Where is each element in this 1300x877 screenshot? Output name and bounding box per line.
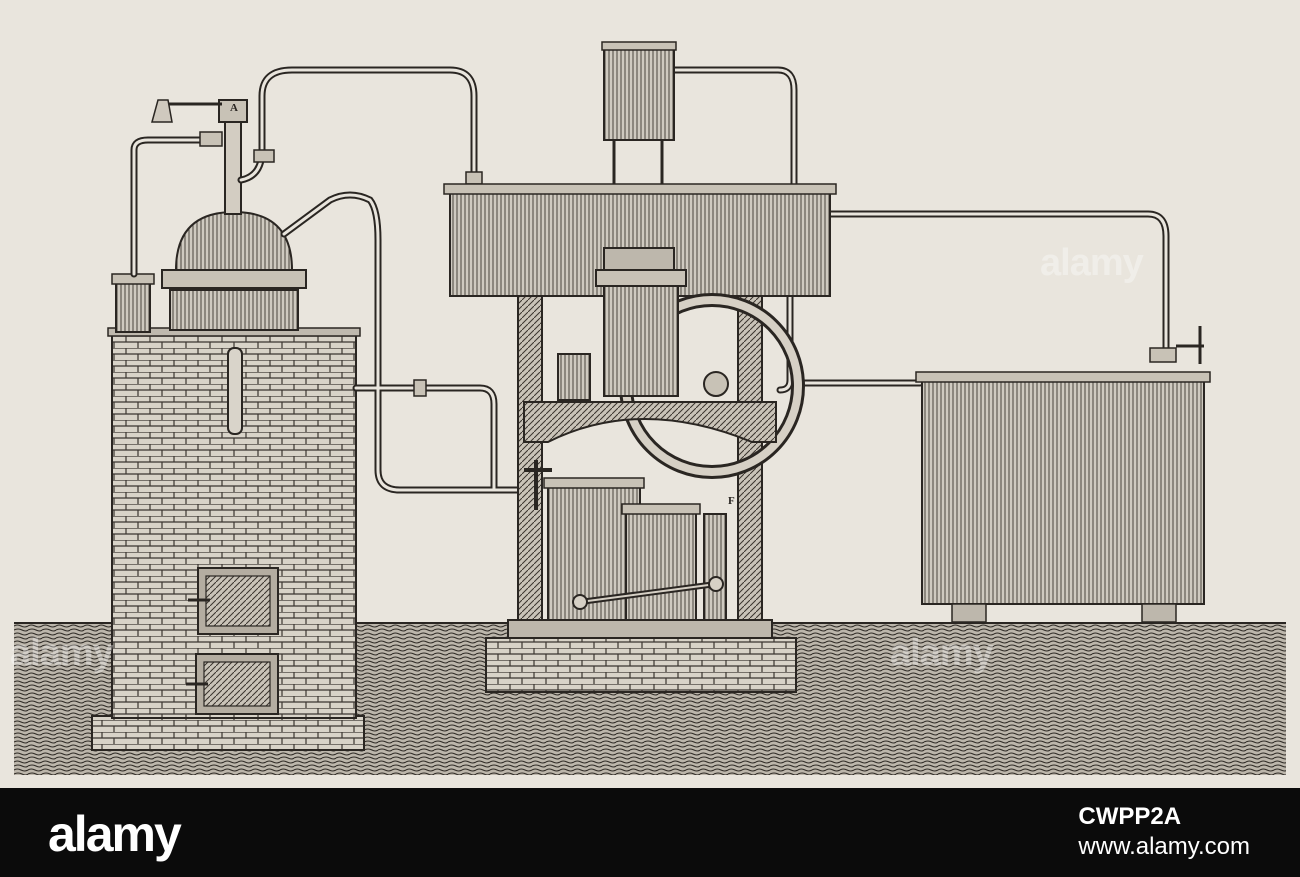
engraving-illustration: A [10,41,1286,775]
upper-pump-cylinder [603,283,679,397]
plate-letter-f: F [728,495,735,507]
watermark-bottom-left: alamy [10,632,114,674]
plate-letter-a: A [230,102,238,114]
upper-reservoir [603,45,675,141]
compression-machine: F [443,41,837,693]
machine-foundation [485,637,797,693]
safety-valve-weight [151,99,173,123]
lower-cylinder-right [625,511,697,623]
watermark-top-right: alamy [1040,242,1144,284]
boiler-furnace: A [91,99,365,751]
water-gauge-glass [227,347,243,435]
stock-footer-bar: alamy CWPP2A www.alamy.com [0,788,1300,877]
site-url: www.alamy.com [1078,833,1250,860]
furnace-plinth [91,715,365,751]
alamy-logo: alamy [48,806,182,862]
frame-arch [523,401,777,443]
watermark-bottom-right: alamy [890,632,994,674]
image-id: CWPP2A [1078,803,1182,830]
freezing-tank [915,371,1211,623]
footer-meta: CWPP2A www.alamy.com [1078,802,1250,862]
